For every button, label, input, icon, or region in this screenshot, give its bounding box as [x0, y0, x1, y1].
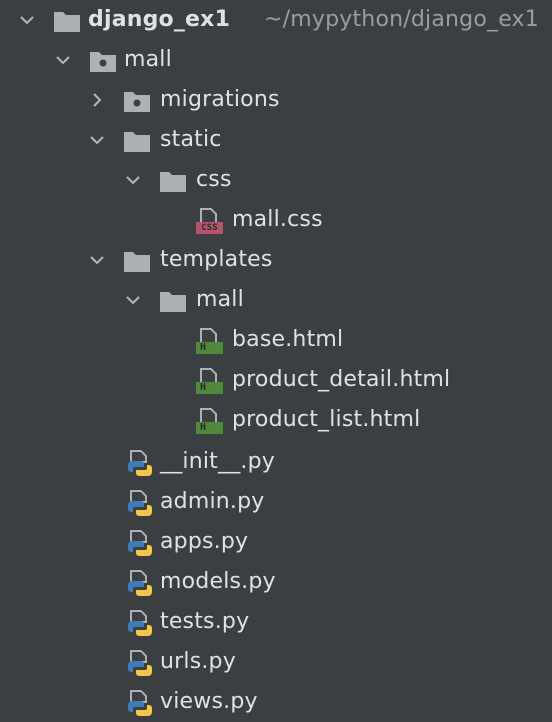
html-file-icon: H [194, 367, 224, 395]
chevron-down-icon[interactable] [18, 11, 36, 29]
tree-item-base-html[interactable]: H base.html [0, 320, 552, 360]
tree-item-apps-py[interactable]: apps.py [0, 522, 552, 562]
python-file-icon [128, 610, 152, 636]
tree-item-label: product_detail.html [232, 367, 451, 392]
tree-item-admin-py[interactable]: admin.py [0, 482, 552, 522]
python-file-icon [128, 450, 152, 476]
tree-item-label: base.html [232, 327, 344, 352]
project-path: ~/mypython/django_ex1 [264, 7, 539, 32]
folder-icon [54, 12, 80, 32]
html-badge-text: H [199, 422, 207, 433]
tree-item-migrations[interactable]: migrations [0, 80, 552, 120]
tree-item-label: migrations [160, 87, 280, 112]
tree-item-label: tests.py [160, 609, 250, 634]
tree-item-label: urls.py [160, 649, 236, 674]
tree-item-tests-py[interactable]: tests.py [0, 602, 552, 642]
tree-item-templates-mall[interactable]: mall [0, 280, 552, 320]
tree-item-label: mall [124, 47, 172, 72]
html-file-icon: H [194, 407, 224, 435]
html-badge-text: H [199, 342, 207, 353]
css-file-icon: CSS [194, 207, 224, 235]
folder-icon [160, 292, 186, 312]
folder-icon [160, 172, 186, 192]
tree-item-templates[interactable]: templates [0, 240, 552, 280]
tree-item-label: templates [160, 247, 273, 272]
tree-item-label: apps.py [160, 529, 249, 554]
tree-item-label: mall [196, 287, 244, 312]
chevron-down-icon[interactable] [124, 171, 142, 189]
tree-item-label: __init__.py [160, 449, 275, 474]
tree-item-label: views.py [160, 689, 258, 714]
tree-item-static[interactable]: static [0, 120, 552, 160]
tree-item-label: models.py [160, 569, 276, 594]
project-name: django_ex1 [88, 7, 231, 32]
tree-item-css-folder[interactable]: css [0, 160, 552, 200]
tree-item-views-py[interactable]: views.py [0, 682, 552, 722]
tree-item-urls-py[interactable]: urls.py [0, 642, 552, 682]
python-file-icon [128, 690, 152, 716]
tree-item-label: mall.css [232, 207, 323, 232]
tree-item-label: admin.py [160, 489, 265, 514]
tree-item-label: css [196, 167, 232, 192]
html-file-icon: H [194, 327, 224, 355]
tree-item-label: product_list.html [232, 407, 421, 432]
tree-item-product-detail-html[interactable]: H product_detail.html [0, 360, 552, 400]
chevron-down-icon[interactable] [124, 291, 142, 309]
css-badge-text: CSS [201, 223, 218, 233]
tree-item-init-py[interactable]: __init__.py [0, 442, 552, 482]
chevron-right-icon[interactable] [88, 91, 106, 109]
chevron-down-icon[interactable] [88, 131, 106, 149]
tree-item-label: static [160, 127, 222, 152]
tree-item-project-root[interactable]: django_ex1 ~/mypython/django_ex1 [0, 0, 552, 40]
html-badge-text: H [199, 382, 207, 393]
package-folder-icon [124, 92, 150, 112]
tree-item-models-py[interactable]: models.py [0, 562, 552, 602]
chevron-down-icon[interactable] [88, 251, 106, 269]
tree-item-mall-css[interactable]: CSS mall.css [0, 200, 552, 240]
python-file-icon [128, 570, 152, 596]
python-file-icon [128, 530, 152, 556]
chevron-down-icon[interactable] [54, 51, 72, 69]
tree-item-mall-package[interactable]: mall [0, 40, 552, 80]
python-file-icon [128, 650, 152, 676]
tree-item-product-list-html[interactable]: H product_list.html [0, 400, 552, 440]
folder-icon [124, 132, 150, 152]
package-folder-icon [90, 52, 116, 72]
folder-icon [124, 252, 150, 272]
python-file-icon [128, 490, 152, 516]
